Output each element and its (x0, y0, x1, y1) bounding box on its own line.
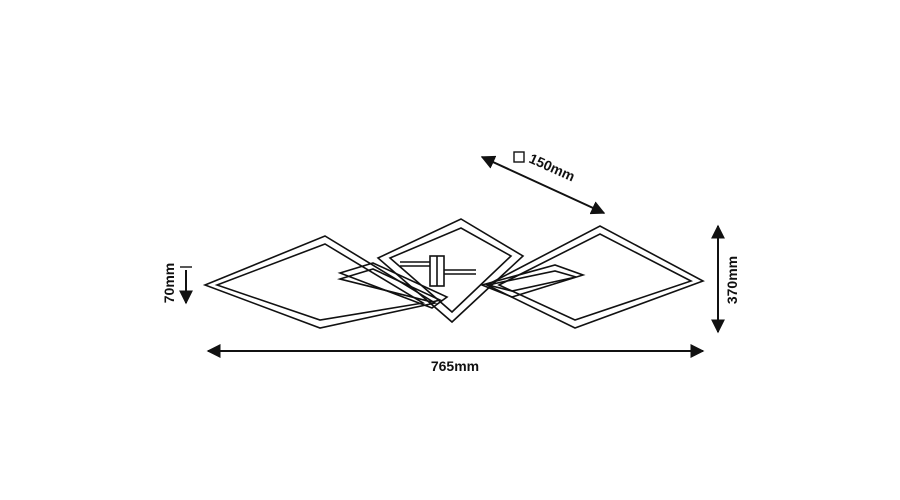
square-symbol (513, 151, 525, 163)
left-square-frame (202, 235, 438, 329)
right-square-frame (485, 225, 705, 329)
module-dimension-label: 150mm (527, 150, 578, 184)
width-dimension-label: 765mm (431, 358, 479, 374)
mounting-column (400, 255, 476, 287)
module-dimension-arrow (480, 155, 606, 215)
connector-bars (336, 262, 586, 309)
height-dimension-label: 70mm (161, 263, 177, 303)
depth-dimension-label: 370mm (724, 256, 740, 304)
